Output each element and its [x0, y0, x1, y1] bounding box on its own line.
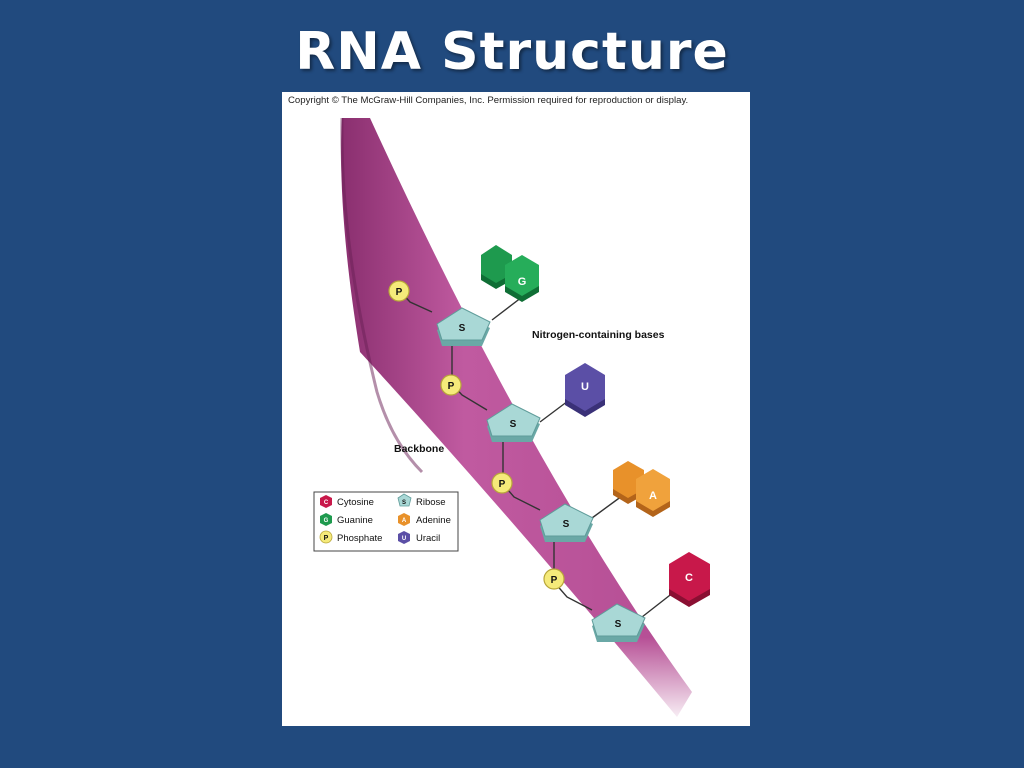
base-letter: A — [649, 490, 657, 502]
legend-item-guanine: G Guanine — [320, 513, 373, 526]
base-cytosine: C — [669, 552, 710, 607]
sugar-label: S — [563, 519, 570, 530]
sugar-label: S — [459, 323, 466, 334]
rna-figure: Copyright © The McGraw-Hill Companies, I… — [282, 92, 750, 726]
base-uracil: U — [565, 363, 605, 417]
legend-symbol: G — [324, 518, 329, 524]
legend-symbol: C — [324, 500, 329, 506]
legend-item-uracil: U Uracil — [398, 531, 440, 544]
slide-title: RNA Structure — [295, 22, 729, 82]
legend-label: Guanine — [337, 515, 373, 526]
sugar-label: S — [615, 619, 622, 630]
legend-symbol: S — [402, 500, 406, 506]
phosphate-4: P — [543, 568, 565, 590]
phosphate-3: P — [491, 472, 513, 494]
phosphate-label: P — [448, 381, 455, 392]
legend: C Cytosine S Ribose G Guanine A Adenine … — [313, 491, 459, 552]
legend-symbol: A — [402, 518, 407, 524]
bases-label: Nitrogen-containing bases — [532, 329, 665, 341]
ribbon-fade — [522, 637, 750, 726]
base-letter: C — [685, 572, 693, 584]
sugar-label: S — [510, 419, 517, 430]
phosphate-label: P — [499, 479, 506, 490]
base-letter: U — [581, 381, 589, 393]
legend-symbol: U — [402, 536, 406, 542]
backbone-label: Backbone — [394, 443, 444, 455]
legend-label: Adenine — [416, 515, 451, 526]
phosphate-1: P — [388, 280, 410, 302]
legend-label: Uracil — [416, 533, 440, 544]
sugar-ribose-2: S — [486, 403, 541, 442]
copyright-notice: Copyright © The McGraw-Hill Companies, I… — [288, 95, 688, 106]
base-letter: G — [518, 276, 527, 288]
sugar-ribose-4: S — [591, 603, 646, 642]
legend-symbol: P — [324, 535, 329, 542]
legend-label: Cytosine — [337, 497, 374, 508]
legend-item-cytosine: C Cytosine — [320, 495, 374, 508]
base-adenine: A — [613, 461, 670, 517]
ribbon-edge — [340, 117, 424, 474]
sugar-ribose-3: S — [539, 503, 594, 542]
legend-item-phosphate: P Phosphate — [319, 530, 382, 544]
legend-item-ribose: S Ribose — [397, 493, 446, 508]
legend-label: Ribose — [416, 497, 446, 508]
sugar-ribose-1: S — [436, 307, 491, 346]
legend-label: Phosphate — [337, 533, 382, 544]
phosphate-label: P — [551, 575, 558, 586]
base-guanine: G — [481, 245, 539, 302]
rna-diagram: Copyright © The McGraw-Hill Companies, I… — [288, 95, 750, 726]
legend-item-adenine: A Adenine — [398, 513, 451, 526]
phosphate-label: P — [396, 287, 403, 298]
phosphate-2: P — [440, 374, 462, 396]
